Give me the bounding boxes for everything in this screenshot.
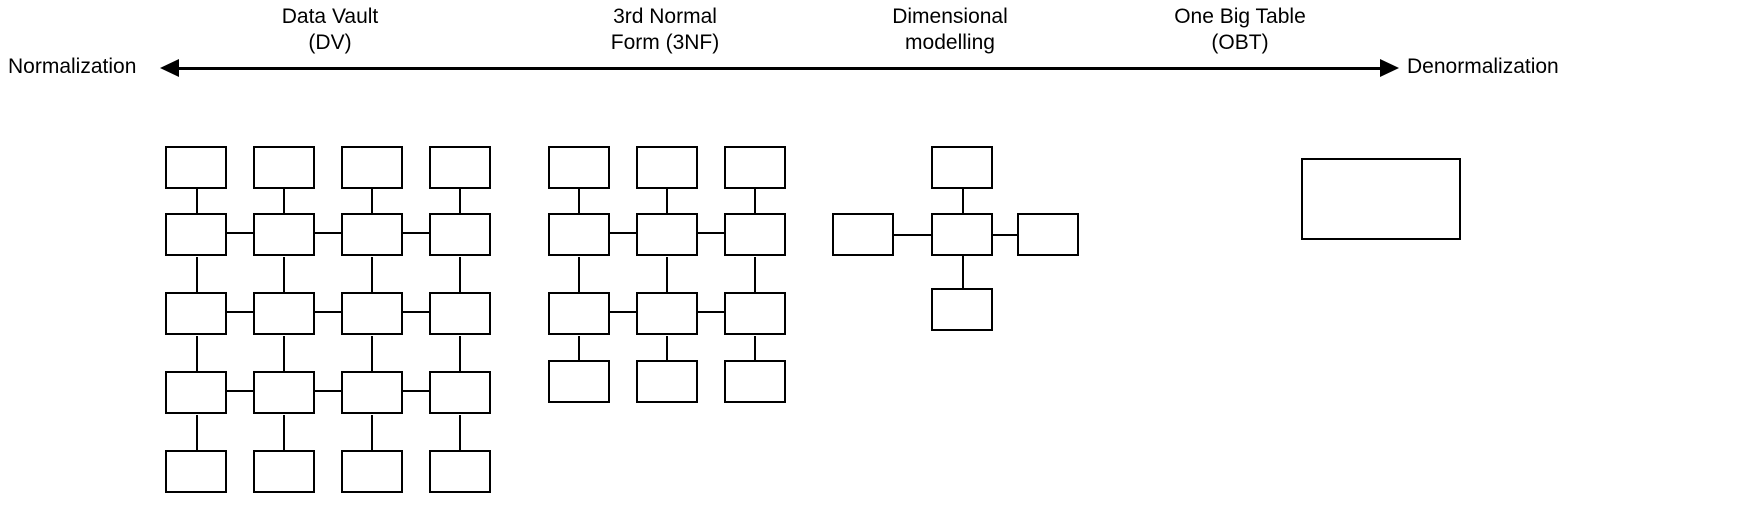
edge-horizontal	[993, 234, 1018, 236]
edge-vertical	[459, 257, 461, 319]
table-node[interactable]	[548, 292, 610, 335]
stage-label-third-normal-form-line1: 3rd Normal	[613, 5, 717, 28]
edge-vertical	[578, 178, 580, 240]
table-node[interactable]	[636, 292, 698, 335]
arrow-right-icon	[1380, 59, 1399, 77]
stage-label-third-normal-form-line2: Form (3NF)	[610, 31, 720, 54]
arrow-left-icon	[160, 59, 179, 77]
edge-vertical	[371, 257, 373, 319]
table-node[interactable]	[165, 213, 227, 256]
stage-label-data-vault: Data Vault (DV)	[230, 4, 430, 56]
edge-vertical	[283, 415, 285, 477]
table-node[interactable]	[165, 371, 227, 414]
table-node[interactable]	[429, 371, 491, 414]
stage-label-dimensional-modelling-line1: Dimensional	[892, 5, 1008, 28]
dimension-table-node[interactable]	[931, 146, 993, 189]
edge-vertical	[459, 178, 461, 240]
stage-label-dimensional-modelling-line2: modelling	[905, 31, 995, 54]
table-node[interactable]	[429, 146, 491, 189]
edge-vertical	[459, 336, 461, 398]
spectrum-axis-line	[178, 67, 1380, 70]
table-node[interactable]	[253, 450, 315, 493]
edge-vertical	[962, 189, 964, 213]
table-node[interactable]	[341, 371, 403, 414]
table-node[interactable]	[341, 146, 403, 189]
edge-vertical	[754, 257, 756, 319]
edge-vertical	[196, 178, 198, 240]
table-node[interactable]	[165, 450, 227, 493]
table-node[interactable]	[165, 292, 227, 335]
table-node[interactable]	[165, 146, 227, 189]
table-node[interactable]	[548, 360, 610, 403]
stage-label-one-big-table: One Big Table (OBT)	[1140, 4, 1340, 56]
edge-vertical	[196, 336, 198, 398]
edge-vertical	[283, 257, 285, 319]
edge-vertical	[283, 178, 285, 240]
stage-label-one-big-table-line2: (OBT)	[1211, 31, 1269, 54]
table-node[interactable]	[253, 292, 315, 335]
axis-left-label: Normalization	[8, 55, 137, 78]
dimension-table-node[interactable]	[1017, 213, 1079, 256]
table-node[interactable]	[636, 146, 698, 189]
table-node[interactable]	[341, 292, 403, 335]
edge-vertical	[578, 257, 580, 319]
table-node[interactable]	[724, 146, 786, 189]
edge-horizontal	[893, 234, 931, 236]
dimension-table-node[interactable]	[832, 213, 894, 256]
table-node[interactable]	[724, 292, 786, 335]
stage-label-data-vault-line2: (DV)	[308, 31, 352, 54]
table-node[interactable]	[429, 213, 491, 256]
table-node[interactable]	[341, 450, 403, 493]
table-node[interactable]	[548, 146, 610, 189]
table-node[interactable]	[636, 360, 698, 403]
table-node[interactable]	[636, 213, 698, 256]
edge-vertical	[666, 178, 668, 240]
stage-label-one-big-table-line1: One Big Table	[1174, 5, 1306, 28]
table-node[interactable]	[253, 371, 315, 414]
table-node[interactable]	[253, 146, 315, 189]
table-node[interactable]	[253, 213, 315, 256]
edge-vertical	[371, 178, 373, 240]
edge-vertical	[283, 336, 285, 398]
edge-vertical	[371, 415, 373, 477]
one-big-table-node[interactable]	[1301, 158, 1461, 240]
table-node[interactable]	[341, 213, 403, 256]
stage-label-third-normal-form: 3rd Normal Form (3NF)	[565, 4, 765, 56]
table-node[interactable]	[429, 450, 491, 493]
table-node[interactable]	[724, 360, 786, 403]
stage-label-data-vault-line1: Data Vault	[281, 5, 379, 28]
edge-vertical	[196, 257, 198, 319]
table-node[interactable]	[724, 213, 786, 256]
axis-right-label: Denormalization	[1407, 55, 1559, 78]
dimension-table-node[interactable]	[931, 288, 993, 331]
edge-vertical	[754, 178, 756, 240]
fact-table-node[interactable]	[931, 213, 993, 256]
table-node[interactable]	[429, 292, 491, 335]
edge-vertical	[666, 257, 668, 319]
edge-vertical	[196, 415, 198, 477]
edge-vertical	[371, 336, 373, 398]
edge-vertical	[962, 256, 964, 289]
edge-vertical	[459, 415, 461, 477]
stage-label-dimensional-modelling: Dimensional modelling	[850, 4, 1050, 56]
table-node[interactable]	[548, 213, 610, 256]
